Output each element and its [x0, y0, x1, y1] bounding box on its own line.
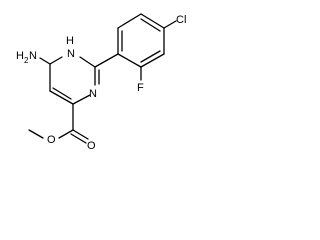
carbonyl-oxygen-label: O: [87, 140, 96, 152]
bond-n1-c2: [79, 56, 96, 68]
ester-group: [28, 103, 89, 144]
bond-c2-aryl: [94, 53, 119, 68]
bond-ar3-ar4-double: [140, 18, 161, 32]
bond-ar6-ar1: [117, 53, 142, 68]
fluorine-label: F: [137, 82, 144, 94]
amine-label-h: H: [16, 50, 24, 62]
bond-ar5-ar6: [140, 53, 165, 68]
chlorine-label: Cl: [176, 14, 186, 26]
amine-label-n: N: [29, 50, 37, 62]
ring-n-label: N: [89, 88, 97, 100]
bond-ar4-cl: [163, 20, 177, 29]
bond-carbonyl-o-double-b: [70, 133, 87, 144]
phenyl-ring: [117, 13, 165, 68]
bond-ar3-ar4: [140, 13, 165, 29]
bond-ar2-ar3: [117, 13, 142, 29]
pyrimidine-ring: [49, 56, 100, 105]
molecule-structure: H 2 N H N N Cl F O O: [16, 13, 186, 152]
ring-nh-h-label: H: [66, 35, 74, 47]
bond-ester-o-methyl: [28, 129, 44, 139]
ring-nh-n-label: N: [67, 48, 75, 60]
bond-c6-n1: [49, 56, 63, 65]
bond-c4-c5: [49, 90, 74, 105]
bond-c4-c5-double: [52, 87, 72, 100]
bond-c6-nh2: [39, 57, 51, 65]
bond-carbonyl-o-double-a: [72, 129, 89, 140]
bond-carbonyl-ester-o: [58, 129, 74, 139]
bond-ar5-ar6-double: [140, 50, 161, 63]
amine-label-subscript: 2: [24, 56, 29, 65]
ester-oxygen-label: O: [47, 134, 56, 146]
bond-n3-c4: [72, 94, 91, 105]
